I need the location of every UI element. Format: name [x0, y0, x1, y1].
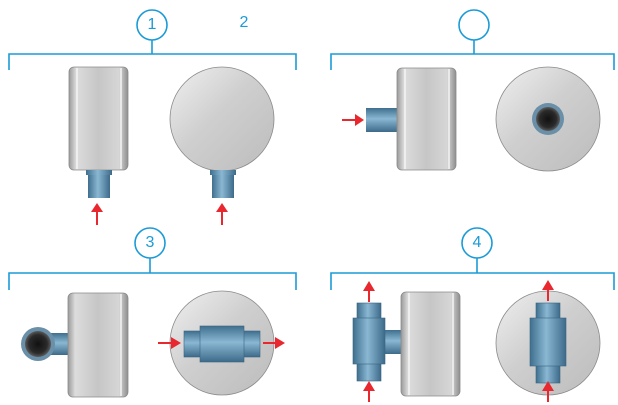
- bracket-4: [330, 258, 615, 290]
- gauge-rear-view: [495, 66, 601, 172]
- panel-4: [330, 227, 615, 402]
- pipe-tee: [352, 302, 403, 382]
- badge-circle-4: [461, 227, 493, 259]
- arrow-right-icon: [263, 337, 285, 349]
- arrow-right-icon: [342, 114, 364, 126]
- secondary-label-2: 2: [239, 14, 249, 31]
- badge-label-4: 4: [472, 234, 482, 251]
- arrow-up-icon: [542, 280, 554, 301]
- gauge-side-view: [67, 292, 129, 398]
- arrow-right-icon: [158, 337, 181, 349]
- gauge-rear-view: [169, 290, 275, 396]
- pipe-bottom: [210, 170, 236, 198]
- badge-label-3: 3: [145, 234, 155, 251]
- pipe-side: [21, 327, 72, 361]
- gauge-front-view: [169, 66, 275, 172]
- arrow-up-icon: [91, 203, 103, 225]
- gauge-side-view: [396, 67, 457, 171]
- arrow-up-icon: [363, 381, 375, 402]
- bracket-3: [8, 258, 297, 290]
- panel-2: [330, 9, 615, 172]
- badge-circle-3: [134, 227, 166, 259]
- arrow-up-icon: [363, 281, 375, 302]
- gauge-rear-view: [495, 290, 601, 396]
- pipe-bottom: [86, 170, 112, 198]
- badge-label-1: 1: [147, 16, 157, 33]
- panel-3: [8, 227, 297, 398]
- badge-circle-2: [458, 9, 490, 41]
- arrow-up-icon: [542, 381, 554, 402]
- gauge-side-view: [68, 66, 129, 171]
- bracket-1: [8, 40, 297, 70]
- gauge-side-view: [400, 291, 461, 397]
- panel-1: [8, 9, 297, 225]
- pipe-back: [366, 108, 398, 132]
- arrow-up-icon: [216, 203, 228, 225]
- badge-circle-1: [136, 9, 168, 41]
- bracket-2: [330, 40, 615, 70]
